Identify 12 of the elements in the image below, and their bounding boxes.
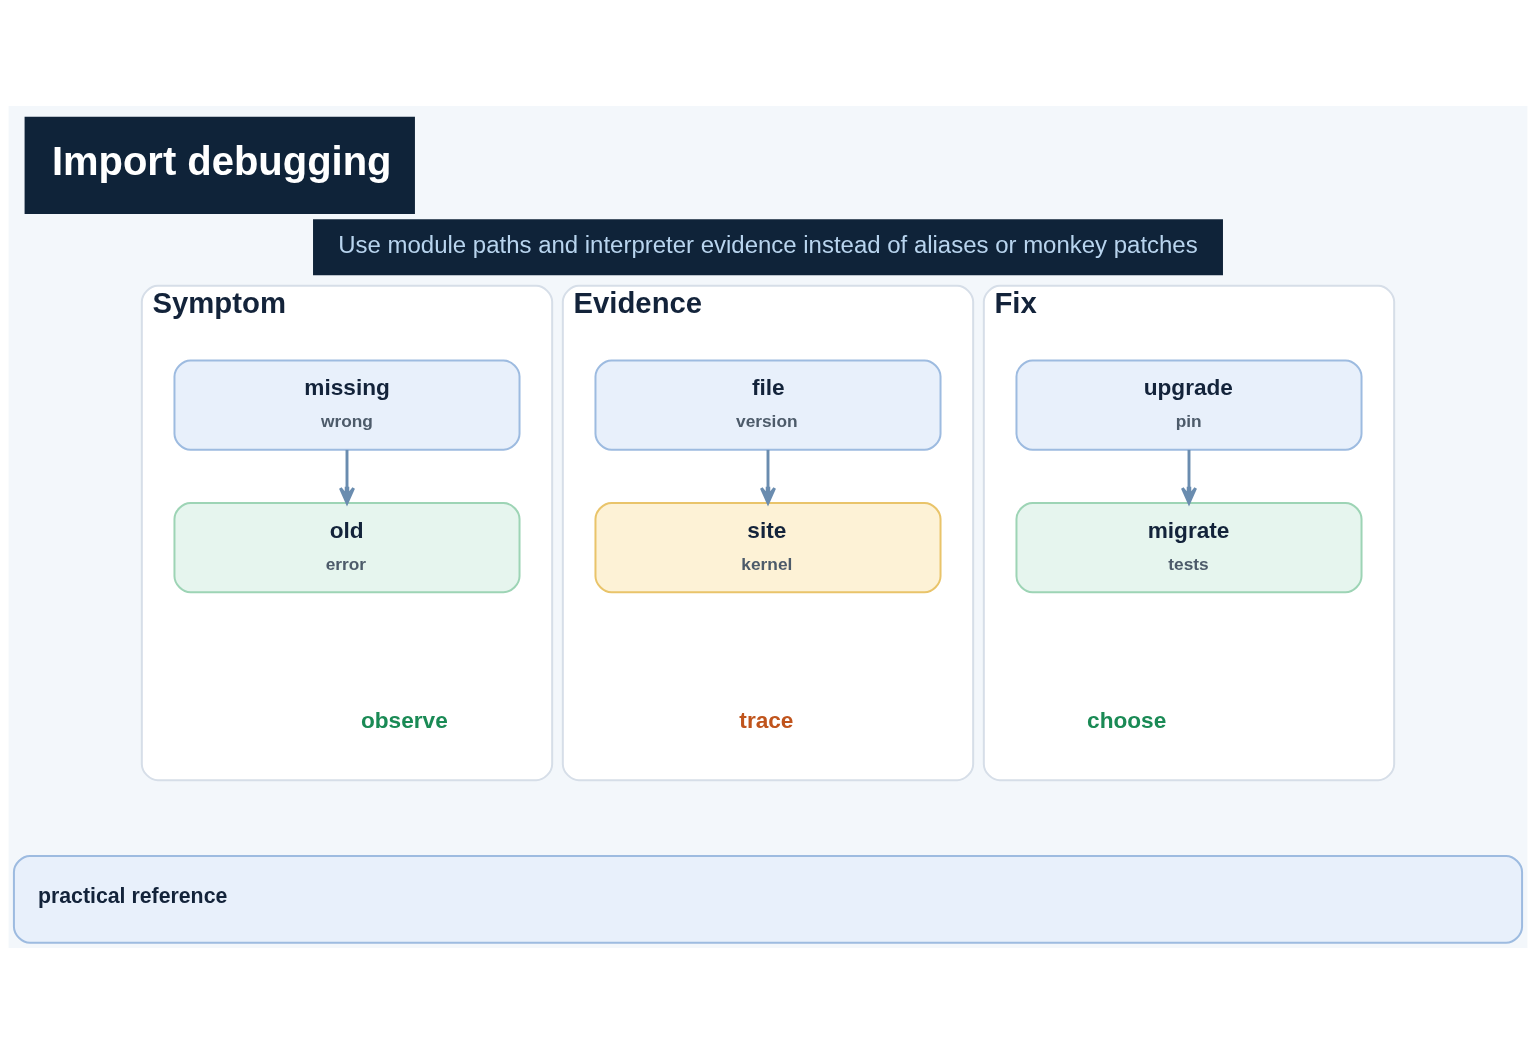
node-box: site kernel — [594, 502, 942, 594]
node-box: upgrade pin — [1015, 359, 1363, 451]
arrow — [759, 449, 777, 505]
arrow — [1180, 449, 1198, 505]
node-box: migrate tests — [1015, 502, 1363, 594]
node-box: file version — [594, 359, 942, 451]
arrow — [338, 449, 356, 505]
diagram-title: Import debugging — [51, 138, 392, 183]
node-box: missing wrong — [173, 359, 521, 451]
node-box: old error — [173, 502, 521, 594]
node-box: practical reference — [12, 855, 1524, 944]
label: Use module paths and interpreter evidence instead of aliases or monkey patches — [338, 231, 1198, 259]
